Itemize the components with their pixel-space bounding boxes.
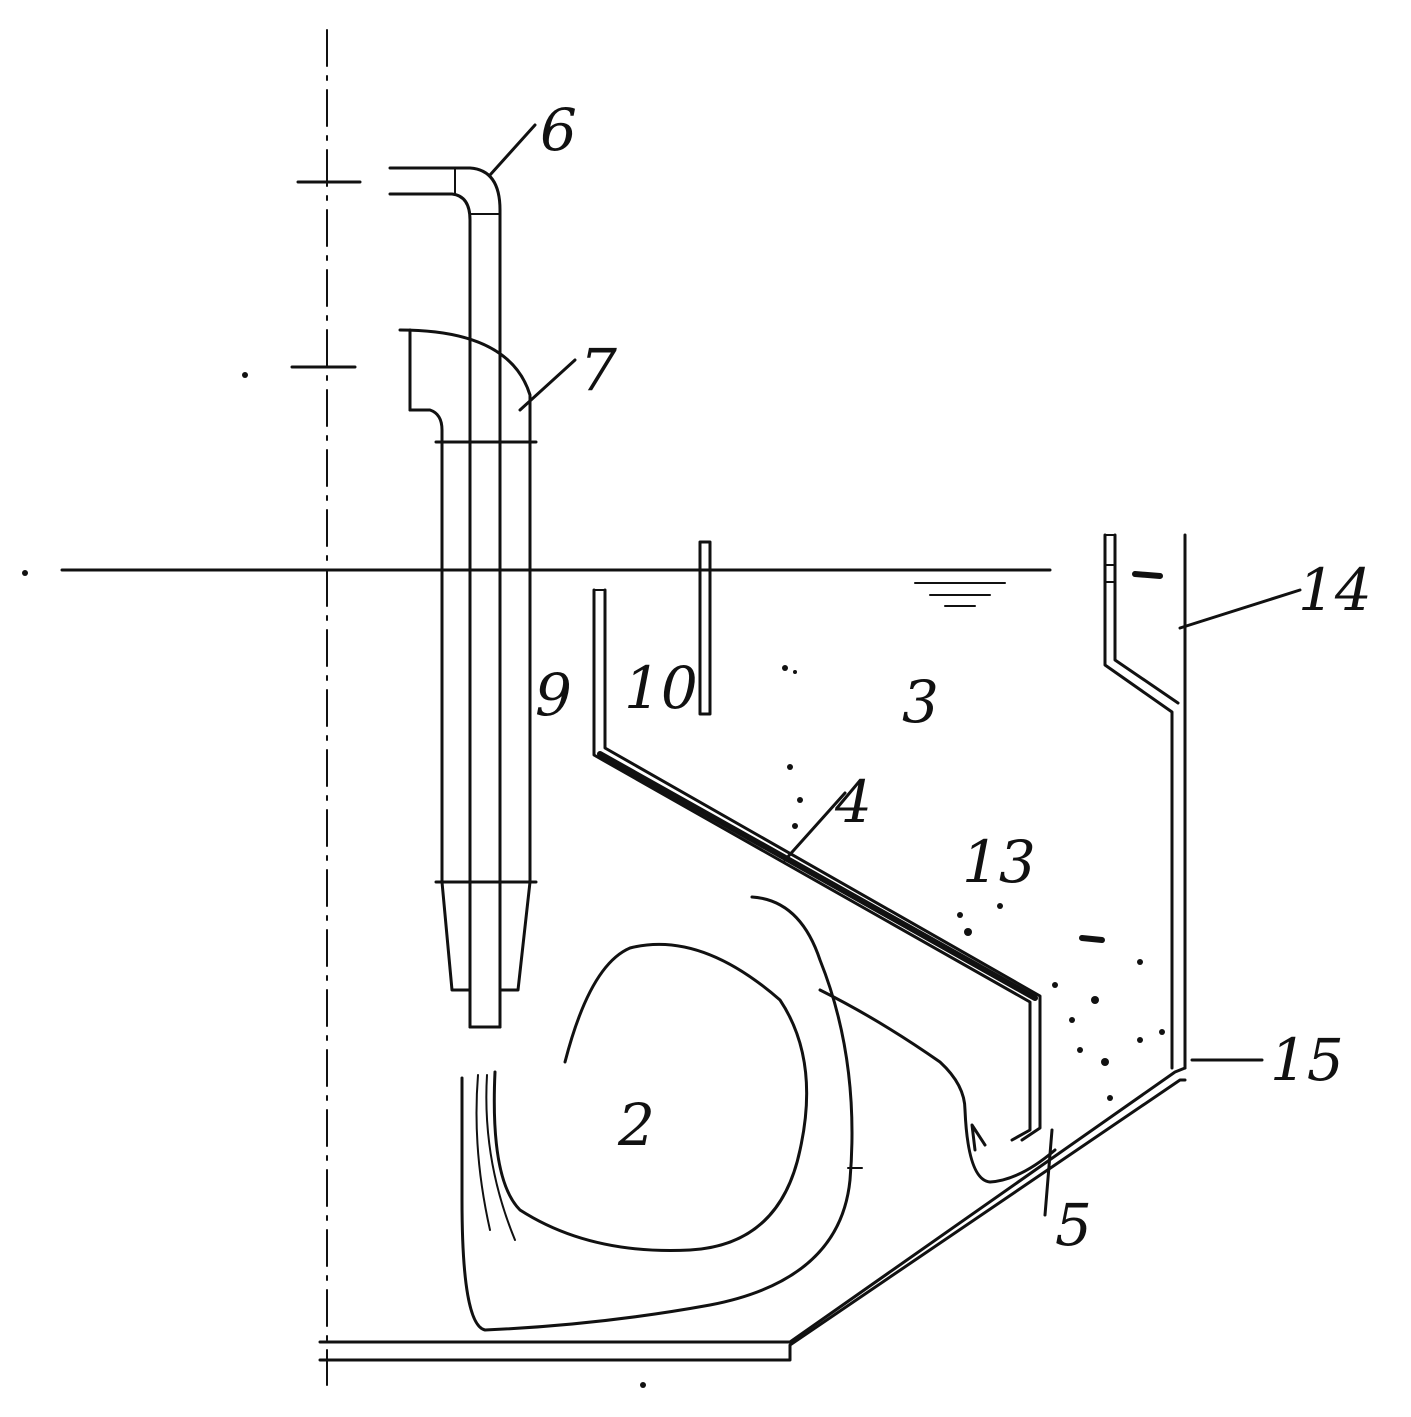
circulation-loop-outer <box>460 895 854 1332</box>
baffle-plate <box>698 540 712 716</box>
particle <box>957 912 963 918</box>
label-6: 6 <box>540 96 577 164</box>
label-13: 13 <box>962 828 1036 896</box>
label-9: 9 <box>535 661 572 729</box>
particle <box>1137 1037 1143 1043</box>
label-10: 10 <box>624 654 698 722</box>
jet-stream-1 <box>475 1074 491 1231</box>
outer-pipe-bend-outer <box>398 328 532 442</box>
particle <box>1159 1029 1165 1035</box>
jet-stream-2 <box>485 1074 516 1241</box>
particle <box>797 797 803 803</box>
particle <box>787 764 793 770</box>
particle <box>242 372 248 378</box>
leader-line-5 <box>1043 1128 1054 1217</box>
particle <box>1052 982 1058 988</box>
inclined-plate-inner <box>603 588 1042 1142</box>
weir-inner-wall <box>1113 533 1180 705</box>
inner-pipe-outer-wall <box>388 166 502 1029</box>
return-flow-line <box>818 988 1057 1184</box>
label-2: 2 <box>617 1091 655 1159</box>
return-flow-arrow <box>970 1123 987 1152</box>
particle <box>1101 1058 1109 1066</box>
label-4: 4 <box>834 768 872 836</box>
particle <box>22 570 28 576</box>
particle <box>640 1382 646 1388</box>
weir-left-wall <box>1103 533 1174 1070</box>
label-5: 5 <box>1055 1191 1092 1259</box>
tank-bottom-outer <box>318 1066 1187 1344</box>
leader-line-4 <box>783 791 847 862</box>
outer-pipe-bend-inner <box>408 408 444 442</box>
inclined-plate-edge <box>597 751 1038 1001</box>
tank-bottom-inner <box>318 1078 1187 1362</box>
particle <box>964 928 972 936</box>
sludge-dash <box>1079 935 1105 943</box>
leader-line-7 <box>518 358 577 412</box>
leader-line-14 <box>1178 588 1302 630</box>
weir-short-dash <box>1132 571 1163 579</box>
label-14: 14 <box>1298 556 1372 624</box>
particle <box>1137 959 1143 965</box>
inclined-plate-outer <box>592 588 1032 1142</box>
outer-pipe-taper-left <box>440 880 472 992</box>
particle <box>1091 996 1099 1004</box>
particle <box>782 665 788 671</box>
particle <box>792 823 798 829</box>
label-15: 15 <box>1270 1026 1344 1094</box>
inner-pipe-inner-wall <box>388 192 472 1029</box>
particle <box>1069 1017 1075 1023</box>
label-3: 3 <box>902 668 939 736</box>
particle <box>997 903 1003 909</box>
outer-pipe-taper-right <box>498 880 532 992</box>
label-7: 7 <box>580 336 617 404</box>
circulation-loop-inner <box>492 942 809 1252</box>
particle <box>793 670 797 674</box>
leader-line-6 <box>488 123 537 177</box>
particle <box>1107 1095 1113 1101</box>
particle <box>1077 1047 1083 1053</box>
